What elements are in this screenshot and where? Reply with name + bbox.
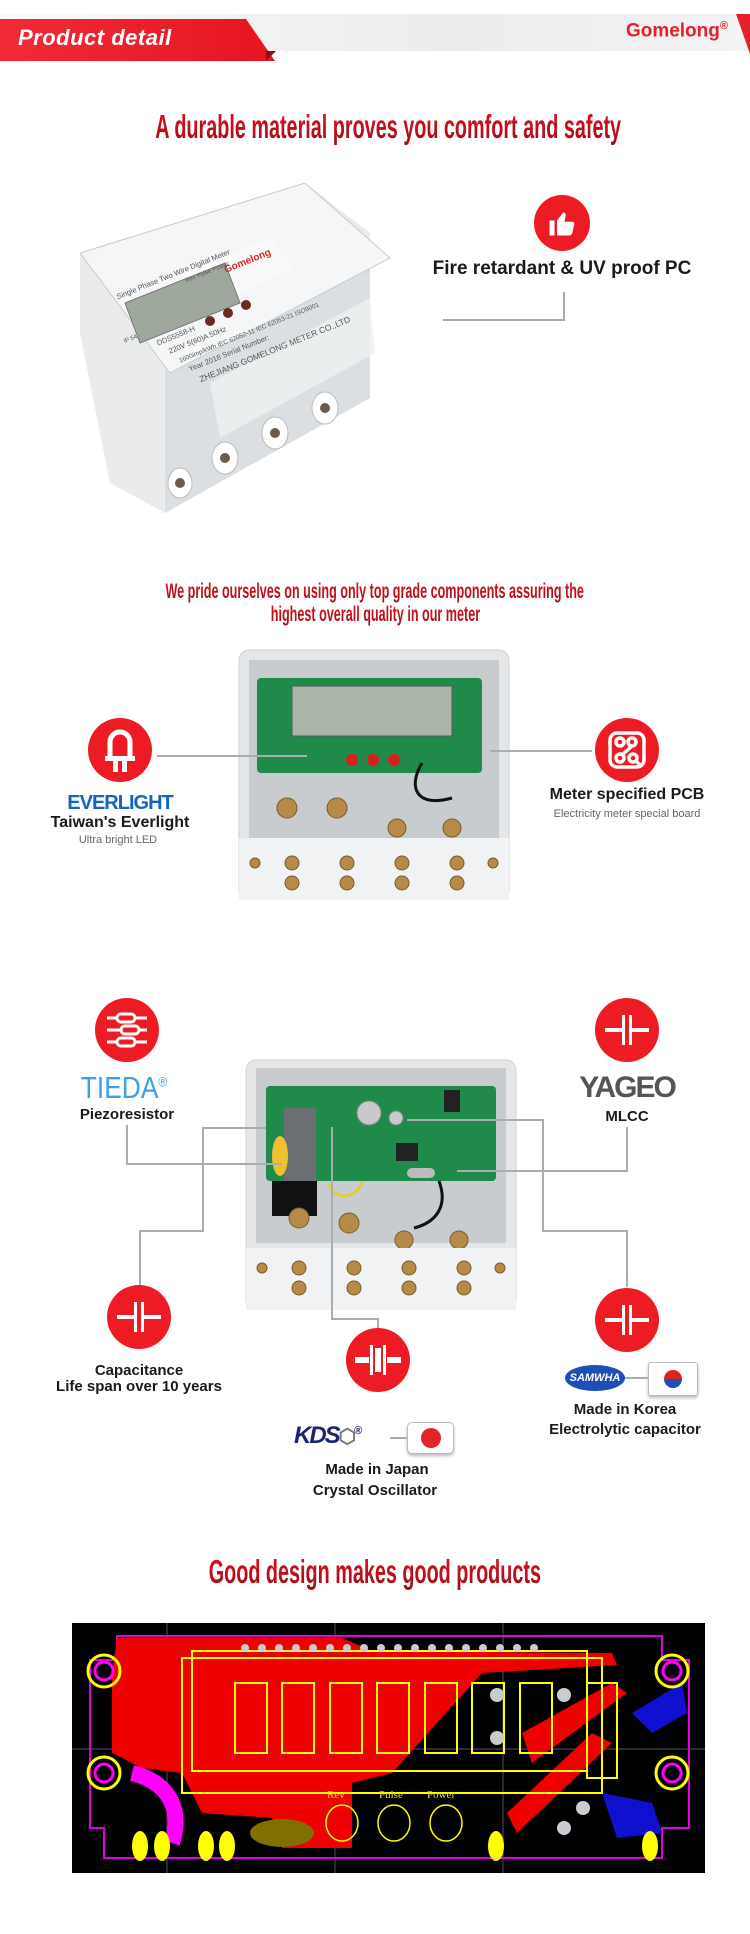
connector-line: [139, 1231, 141, 1285]
pcb-label-pulse: Pulse: [379, 1789, 403, 1801]
brand-logo: Gomelong®: [626, 20, 728, 42]
everlight-sub: Ultra bright LED: [78, 834, 158, 846]
samwha-logo: SAMWHA: [565, 1365, 625, 1391]
connector-line: [126, 1163, 282, 1165]
section-title-durable: A durable material proves you comfort an…: [155, 108, 622, 145]
brand-name: Gomelong: [625, 20, 720, 42]
connector-line: [543, 1230, 628, 1232]
pcb-label-rev: Rev: [327, 1789, 345, 1801]
connector-line: [390, 1437, 407, 1439]
connector-line: [202, 1128, 204, 1232]
yageo-logo: YAGEO: [579, 1071, 677, 1104]
connector-line: [331, 1127, 333, 1320]
connector-line: [377, 1318, 379, 1328]
pcb-sub: Electricity meter special board: [553, 808, 701, 820]
connector-line: [626, 1127, 628, 1172]
thumbs-up-icon: [534, 195, 590, 251]
crystal-oscillator-label: Crystal Oscillator: [312, 1482, 438, 1499]
meter-open-components-image: [245, 1059, 517, 1310]
circuit-icon: [595, 718, 659, 782]
connector-line: [126, 1125, 128, 1165]
product-detail-tab: [0, 19, 275, 61]
meter-open-pcb-image: [238, 649, 510, 900]
capacitor-icon: [595, 1288, 659, 1352]
kds-logo: KDS⬡®: [294, 1422, 362, 1449]
connector-line: [490, 750, 592, 752]
connector-line: [331, 1318, 379, 1320]
fire-retardant-label: Fire retardant & UV proof PC: [432, 258, 692, 279]
product-detail-label: Product detail: [18, 25, 172, 50]
everlight-logo: EVERLIGHT: [67, 792, 173, 814]
tieda-logo: TIEDA®: [80, 1070, 168, 1105]
connector-line: [625, 1377, 648, 1379]
tab-fold: [266, 51, 276, 61]
led-icon: [88, 718, 152, 782]
korea-flag-icon: [648, 1362, 698, 1396]
everlight-label: Taiwan's Everlight: [50, 814, 190, 831]
pcb-label-power: Power: [427, 1789, 455, 1801]
connector-line: [139, 1230, 204, 1232]
connector-line: [542, 1120, 544, 1232]
section-title-good-design: Good design makes good products: [208, 1553, 542, 1590]
mlcc-label: MLCC: [605, 1108, 649, 1125]
connector-line: [563, 292, 565, 321]
piezoresistor-label: Piezoresistor: [79, 1106, 175, 1123]
made-in-korea-label: Made in Korea: [573, 1401, 677, 1418]
capacitor-icon: [595, 998, 659, 1062]
brand-mark: ®: [719, 20, 728, 32]
connector-line: [443, 319, 565, 321]
connector-line: [157, 755, 307, 757]
meter-ip: IP 54: [123, 334, 139, 345]
meter-closed-image: Single Phase Two Wire Digital Meter Gome…: [79, 183, 391, 513]
connector-line: [626, 1231, 628, 1287]
capacitance-label: Capacitance: [94, 1362, 184, 1379]
electrolytic-capacitor-label: Electrolytic capacitor: [549, 1421, 701, 1438]
pcb-layout-image: Rev Pulse Power: [72, 1623, 705, 1873]
pcb-label: Meter specified PCB: [549, 786, 705, 803]
connector-line: [407, 1119, 544, 1121]
section-title-quality-1: We pride ourselves on using only top gra…: [165, 580, 585, 603]
connector-line: [202, 1127, 266, 1129]
made-in-japan-label: Made in Japan: [325, 1461, 429, 1478]
resistor-icon: [95, 998, 159, 1062]
section-title-quality-2: highest overall quality in our meter: [270, 603, 480, 626]
japan-flag-icon: [407, 1422, 454, 1454]
crystal-icon: [346, 1328, 410, 1392]
lifespan-label: Life span over 10 years: [56, 1378, 222, 1395]
capacitor-icon: [107, 1285, 171, 1349]
